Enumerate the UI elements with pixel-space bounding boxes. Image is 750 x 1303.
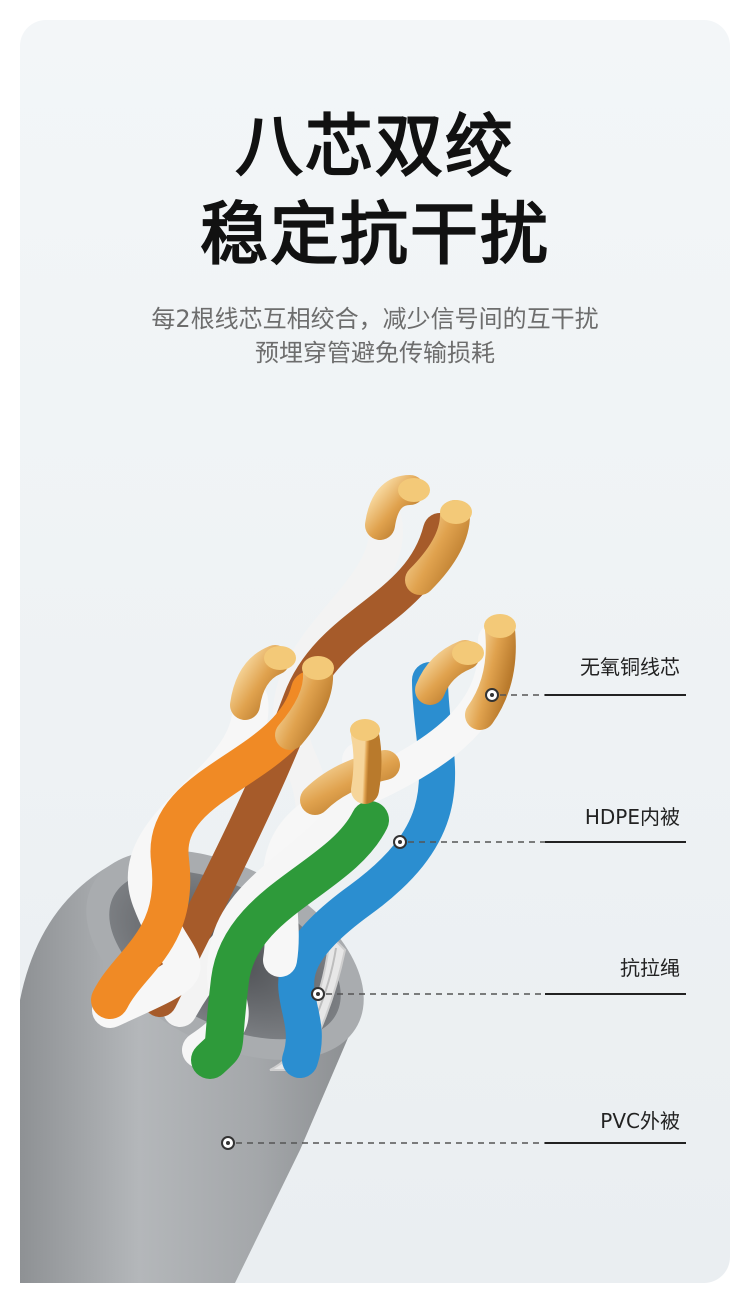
callout-hdpe-insulation xyxy=(393,835,686,849)
callout-label-pvc-jacket: PVC外被 xyxy=(600,1109,680,1133)
callout-copper-core xyxy=(485,688,686,702)
callout-label-copper-core: 无氧铜线芯 xyxy=(580,655,680,679)
heading-line-1: 八芯双绞 xyxy=(234,108,515,187)
callout-tensile-cord xyxy=(311,987,686,1001)
callout-label-tensile-cord: 抗拉绳 xyxy=(620,956,680,980)
wire-pair-green xyxy=(182,742,389,1079)
copper-cores xyxy=(230,475,516,815)
callout-pvc-jacket xyxy=(221,1136,686,1150)
heading-line-2: 稳定抗干扰 xyxy=(199,196,550,275)
description-line-2: 预埋穿管避免传输损耗 xyxy=(255,339,495,367)
description-line-1: 每2根线芯互相绞合，减少信号间的互干扰 xyxy=(151,305,599,333)
wire-pair-orange xyxy=(91,671,329,1028)
callout-label-hdpe-insulation: HDPE内被 xyxy=(584,805,680,829)
